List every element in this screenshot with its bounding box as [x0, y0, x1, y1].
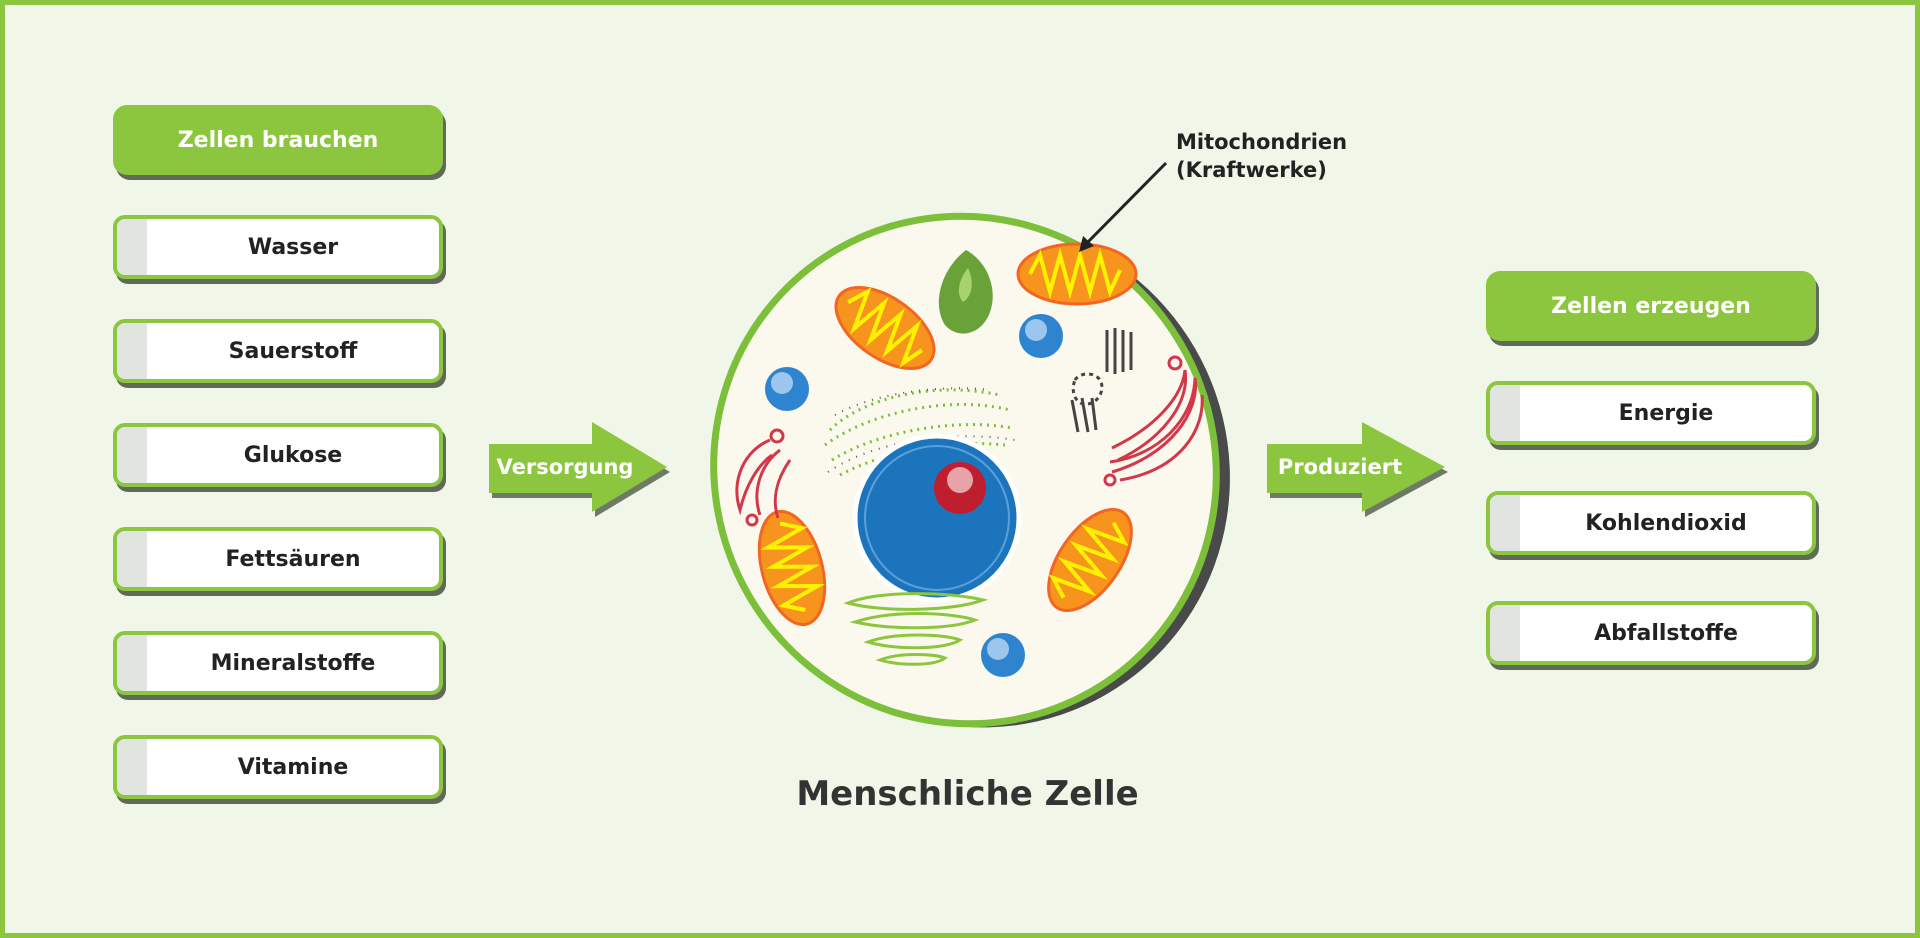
callout-subtitle: (Kraftwerke)	[1176, 158, 1327, 182]
supply-arrow-shape	[489, 422, 667, 512]
mitochondrion	[834, 286, 936, 370]
item-label: Energie	[1618, 400, 1714, 426]
nucleus-body	[852, 433, 1022, 603]
needs-item-glucose: Glukose	[113, 423, 443, 487]
vesicle	[981, 633, 1025, 677]
needs-item-water: Wasser	[113, 215, 443, 279]
callout-pointer	[1083, 161, 1168, 247]
item-label: Wasser	[247, 234, 339, 260]
produces-item-waste: Abfallstoffe	[1486, 601, 1816, 665]
needs-item-vitamins: Vitamine	[113, 735, 443, 799]
rough-er	[824, 387, 1016, 477]
nucleus-envelope	[864, 445, 1010, 591]
needs-list: Wasser Sauerstoff Glukose Fettsäuren Min…	[113, 215, 443, 799]
produce-arrow: Produziert	[1267, 422, 1448, 517]
callout-pointer-head	[1079, 236, 1094, 252]
produce-arrow-label: Produziert	[1278, 455, 1402, 479]
smooth-er	[735, 428, 792, 527]
golgi-apparatus	[843, 592, 989, 666]
produces-title: Zellen erzeugen	[1486, 271, 1816, 341]
mitochondrion	[1047, 507, 1133, 613]
callout-title: Mitochondrien	[1176, 130, 1348, 154]
smooth-er	[1103, 355, 1204, 487]
needs-item-fatty-acids: Fettsäuren	[113, 527, 443, 591]
item-label: Mineralstoffe	[210, 650, 376, 676]
item-label: Abfallstoffe	[1594, 620, 1738, 646]
nucleus	[852, 433, 1022, 603]
vesicle	[1019, 314, 1063, 358]
item-label: Glukose	[243, 442, 343, 468]
item-strip	[117, 739, 147, 795]
centriole	[1070, 328, 1133, 433]
supply-arrow: Versorgung	[489, 422, 670, 517]
mitochondrion	[757, 509, 827, 627]
produces-item-co2: Kohlendioxid	[1486, 491, 1816, 555]
item-label: Kohlendioxid	[1585, 510, 1747, 536]
item-label: Vitamine	[237, 754, 349, 780]
produces-column: Zellen erzeugen Energie Kohlendioxid Abf…	[1486, 271, 1816, 665]
item-strip	[117, 635, 147, 691]
produce-arrow-shape	[1267, 422, 1445, 512]
item-label: Sauerstoff	[228, 338, 358, 364]
mitochondrion	[1016, 242, 1138, 306]
needs-item-minerals: Mineralstoffe	[113, 631, 443, 695]
needs-title: Zellen brauchen	[113, 105, 443, 175]
item-strip	[1490, 495, 1520, 551]
vesicle	[765, 367, 809, 411]
green-organelle	[938, 250, 993, 334]
item-strip	[117, 219, 147, 275]
cell-caption: Menschliche Zelle	[796, 774, 1139, 814]
item-strip	[117, 531, 147, 587]
item-strip	[117, 427, 147, 483]
mitochondria-callout: Mitochondrien (Kraftwerke)	[1176, 128, 1347, 184]
item-strip	[117, 323, 147, 379]
supply-arrow-label: Versorgung	[497, 455, 634, 479]
item-label: Fettsäuren	[225, 546, 361, 572]
needs-item-oxygen: Sauerstoff	[113, 319, 443, 383]
needs-column: Zellen brauchen Wasser Sauerstoff Glukos…	[113, 105, 443, 799]
produces-list: Energie Kohlendioxid Abfallstoffe	[1486, 381, 1816, 665]
item-strip	[1490, 385, 1520, 441]
produces-item-energy: Energie	[1486, 381, 1816, 445]
nucleolus-highlight	[947, 467, 973, 493]
item-strip	[1490, 605, 1520, 661]
